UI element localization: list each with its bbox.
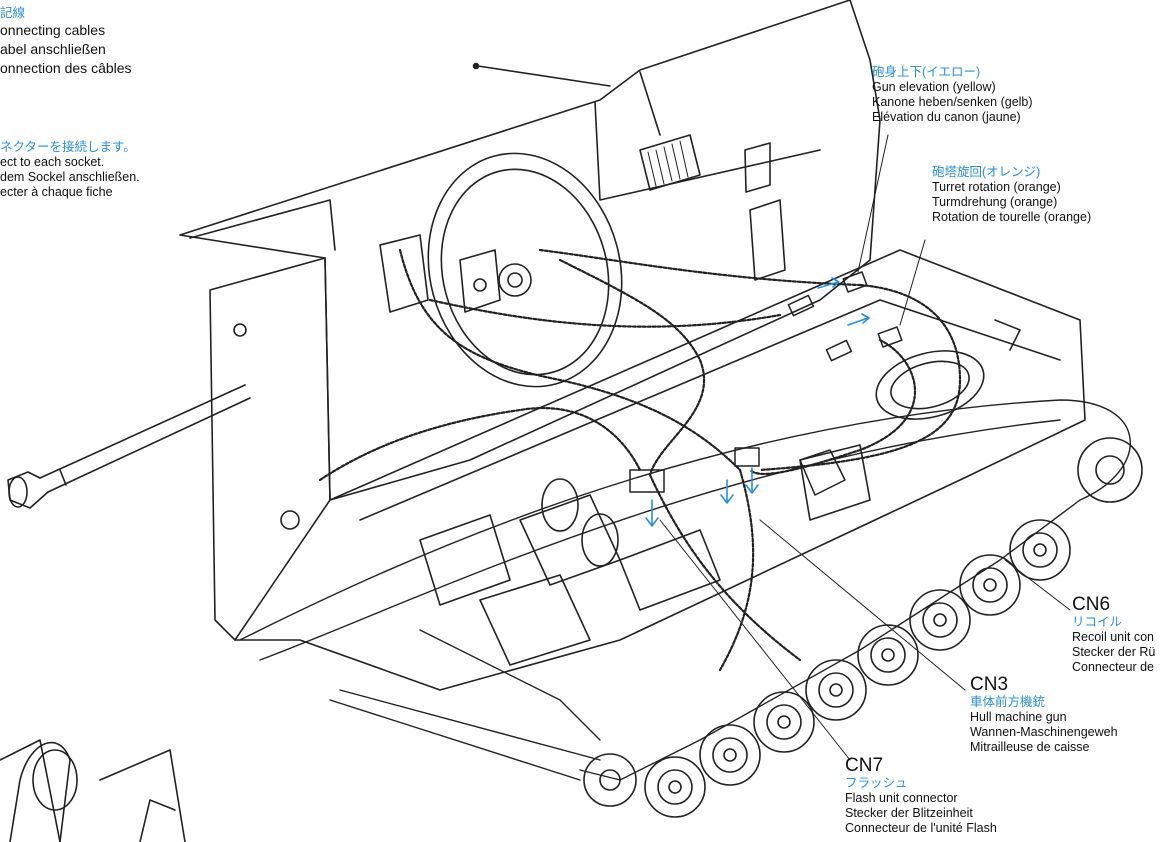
- road-wheel: [753, 691, 815, 753]
- cn7-label: CN7 フラッシュ Flash unit connector Stecker d…: [845, 756, 997, 836]
- drive-sprocket: [583, 753, 637, 807]
- cn6-en: Recoil unit con: [1072, 630, 1154, 644]
- cn7-de: Stecker der Blitzeinheit: [845, 806, 973, 820]
- road-wheel: [644, 756, 706, 818]
- cn7-jp: フラッシュ: [845, 776, 908, 790]
- cn6-label: CN6 リコイル Recoil unit con Stecker der Rü …: [1072, 595, 1155, 675]
- cn3-label: CN3 車体前方機銃 Hull machine gun Wannen-Masch…: [970, 675, 1118, 755]
- instruction-de: dem Sockel anschließen.: [0, 170, 140, 184]
- hull-side-wall: [209, 257, 331, 641]
- instruction-en: ect to each socket.: [0, 155, 105, 169]
- cn6-fr: Connecteur de: [1072, 660, 1155, 674]
- turret-rotation-en: Turret rotation (orange): [932, 180, 1061, 194]
- gun-elevation-jp: 砲身上下(イエロー): [872, 65, 981, 79]
- gun-elevation-label: 砲身上下(イエロー) Gun elevation (yellow) Kanone…: [872, 65, 1033, 125]
- turret-ring: [427, 152, 623, 388]
- cn7-code: CN7: [845, 755, 884, 776]
- gun-barrel: [7, 384, 251, 509]
- cn7-fr: Connecteur de l'unité Flash: [845, 821, 997, 835]
- cn7-en: Flash unit connector: [845, 791, 958, 805]
- header-section-title: 記線 onnecting cables abel anschließen onn…: [0, 6, 132, 78]
- upper-hull-plate: [179, 0, 881, 501]
- road-wheel: [909, 589, 971, 651]
- road-wheels: [583, 437, 1143, 818]
- cn3-jp: 車体前方機銃: [970, 695, 1046, 709]
- header-title-jp: 記線: [0, 6, 26, 20]
- servo-unit: [379, 234, 501, 313]
- cn3-en: Hull machine gun: [970, 710, 1067, 724]
- turret-rotation-fr: Rotation de tourelle (orange): [932, 210, 1092, 224]
- turret-rotation-jp: 砲塔旋回(オレンジ): [932, 165, 1041, 179]
- header-line-de: abel anschließen: [0, 41, 106, 57]
- cn3-de: Wannen-Maschinengeweh: [970, 725, 1118, 739]
- instruction-note: ネクターを接続します。 ect to each socket. dem Sock…: [0, 140, 140, 200]
- leader-lines: [659, 134, 1071, 761]
- cn3-fr: Mitrailleuse de caisse: [970, 740, 1090, 754]
- instruction-jp: ネクターを接続します。: [0, 140, 136, 154]
- inset-detail: [0, 739, 186, 842]
- road-wheel: [805, 659, 867, 721]
- insertion-arrows: [645, 277, 870, 527]
- cn6-de: Stecker der Rü: [1072, 645, 1156, 659]
- cn6-code: CN6: [1072, 594, 1111, 615]
- connectors: [629, 271, 903, 496]
- wiring-harness: [318, 248, 962, 672]
- antenna-wire: [472, 62, 611, 87]
- cn6-jp: リコイル: [1072, 615, 1123, 629]
- gun-elevation-de: Kanone heben/senken (gelb): [872, 95, 1033, 109]
- instruction-fr: ecter à chaque fiche: [0, 185, 113, 199]
- gun-elevation-en: Gun elevation (yellow): [872, 80, 996, 94]
- road-wheel: [1009, 519, 1071, 581]
- cn3-code: CN3: [970, 674, 1009, 695]
- turret-rotation-de: Turmdrehung (orange): [932, 195, 1058, 209]
- lower-hull: [234, 249, 1086, 691]
- road-wheel: [699, 724, 761, 786]
- road-wheel: [959, 554, 1021, 616]
- idler-wheel: [1077, 437, 1143, 503]
- header-line-en: onnecting cables: [0, 22, 106, 38]
- road-wheel: [857, 624, 919, 686]
- turret-rotation-label: 砲塔旋回(オレンジ) Turret rotation (orange) Turm…: [932, 165, 1091, 225]
- track: [239, 399, 1131, 781]
- header-line-fr: onnection des câbles: [0, 60, 132, 76]
- gun-elevation-fr: Elévation du canon (jaune): [872, 110, 1021, 124]
